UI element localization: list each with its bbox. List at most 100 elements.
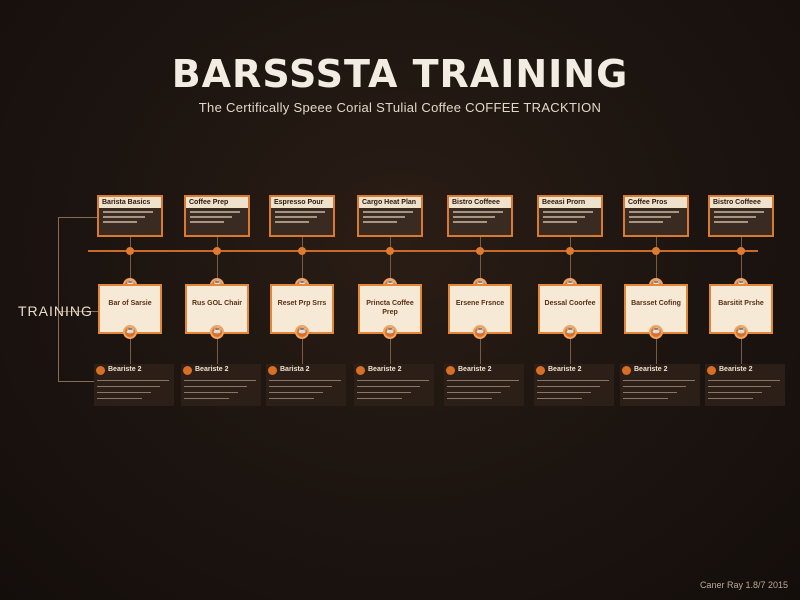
step-text-line — [269, 386, 332, 387]
step-text-line — [184, 386, 247, 387]
stage-header-card[interactable]: Beeasi Prorn — [537, 195, 603, 237]
step-icon — [268, 366, 277, 375]
step-text-line — [537, 380, 609, 381]
step-title: Beariste 2 — [719, 366, 753, 373]
step-text-line — [537, 392, 591, 393]
stage-header-title: Espresso Pour — [271, 197, 333, 208]
stage-header-text-line — [363, 211, 413, 213]
stage-header-title: Barista Basics — [99, 197, 161, 208]
stage-step-panel[interactable]: Beariste 2 — [444, 364, 524, 406]
stage-header-text-line — [543, 211, 593, 213]
step-text-line — [357, 386, 420, 387]
step-text-line — [623, 386, 686, 387]
step-icon — [707, 366, 716, 375]
step-icon — [96, 366, 105, 375]
step-title: Beariste 2 — [458, 366, 492, 373]
stage-step-panel[interactable]: Beariste 2 — [181, 364, 261, 406]
stage-header-text-line — [275, 216, 317, 218]
stage-step-panel[interactable]: Barista 2 — [266, 364, 346, 406]
step-icon — [622, 366, 631, 375]
stage-card-label: Barsset Cofing — [631, 300, 681, 307]
stage-header-card[interactable]: Cargo Heat Plan — [357, 195, 423, 237]
stage-step-panel[interactable]: Beariste 2 — [354, 364, 434, 406]
stage-step-panel[interactable]: Beariste 2 — [705, 364, 785, 406]
timeline-node — [213, 247, 221, 255]
stage-step-panel[interactable]: Beariste 2 — [620, 364, 700, 406]
step-text-line — [623, 398, 668, 399]
coffee-badge-icon — [473, 325, 487, 339]
stage-card-label: Princta Coffee Prep — [366, 300, 414, 316]
stage-step-panel[interactable]: Beariste 2 — [94, 364, 174, 406]
step-text-line — [447, 398, 492, 399]
step-text-line — [184, 392, 238, 393]
step-icon — [356, 366, 365, 375]
step-text-line — [357, 398, 402, 399]
stage-step-panel[interactable]: Beariste 2 — [534, 364, 614, 406]
step-text-line — [447, 392, 501, 393]
step-text-line — [623, 380, 695, 381]
timeline-node — [737, 247, 745, 255]
timeline-node — [566, 247, 574, 255]
step-title: Beariste 2 — [368, 366, 402, 373]
coffee-badge-icon — [649, 325, 663, 339]
step-title: Beariste 2 — [548, 366, 582, 373]
step-text-line — [97, 386, 160, 387]
step-text-line — [537, 398, 582, 399]
stage-header-text-line — [629, 216, 671, 218]
stage-header-text-line — [453, 211, 503, 213]
coffee-badge-icon — [123, 325, 137, 339]
stage-header-text-line — [103, 216, 145, 218]
step-text-line — [708, 386, 771, 387]
stage-header-text-line — [190, 221, 224, 223]
stage-card-label: Reset Prp Srrs — [277, 300, 327, 307]
timeline-node — [298, 247, 306, 255]
coffee-badge-icon — [383, 325, 397, 339]
stage-header-title: Cargo Heat Plan — [359, 197, 421, 208]
step-text-line — [97, 380, 169, 381]
stage-header-text-line — [103, 211, 153, 213]
timeline-node — [126, 247, 134, 255]
stage-header-card[interactable]: Barista Basics — [97, 195, 163, 237]
stage-header-card[interactable]: Coffee Pros — [623, 195, 689, 237]
stage-header-card[interactable]: Espresso Pour — [269, 195, 335, 237]
diagram-subtitle: The Certifically Speee Corial STulial Co… — [198, 100, 602, 115]
stage-card-label: Bar of Sarsie — [108, 300, 152, 307]
stage-header-card[interactable]: Bistro Coffeee — [708, 195, 774, 237]
step-text-line — [269, 380, 341, 381]
stage-header-title: Beeasi Prorn — [539, 197, 601, 208]
step-text-line — [447, 380, 519, 381]
step-text-line — [184, 398, 229, 399]
timeline-line — [88, 250, 758, 252]
timeline-node — [386, 247, 394, 255]
coffee-badge-icon — [734, 325, 748, 339]
step-title: Beariste 2 — [108, 366, 142, 373]
step-text-line — [708, 380, 780, 381]
stage-card-label: Rus GOL Chair — [191, 300, 243, 307]
step-title: Barista 2 — [280, 366, 310, 373]
training-bracket — [58, 217, 99, 382]
step-text-line — [708, 392, 762, 393]
footer-credit: Caner Ray 1.8/7 2015 — [699, 580, 788, 590]
stage-header-text-line — [714, 221, 748, 223]
stage-header-text-line — [543, 216, 585, 218]
step-title: Beariste 2 — [195, 366, 229, 373]
stage-header-card[interactable]: Bistro Coffeee — [447, 195, 513, 237]
step-text-line — [184, 380, 256, 381]
stage-header-text-line — [629, 211, 679, 213]
step-icon — [446, 366, 455, 375]
timeline-node — [652, 247, 660, 255]
stage-card-label: Dessal Coorfee — [544, 300, 596, 307]
stage-card-label: Barsitit Prshe — [718, 300, 764, 307]
step-text-line — [623, 392, 677, 393]
stage-header-text-line — [275, 211, 325, 213]
stage-header-text-line — [629, 221, 663, 223]
stage-header-title: Bistro Coffeee — [449, 197, 511, 208]
stage-card-label: Ersene Frsnce — [455, 300, 505, 307]
step-text-line — [357, 392, 411, 393]
coffee-badge-icon — [295, 325, 309, 339]
stage-header-card[interactable]: Coffee Prep — [184, 195, 250, 237]
training-label: TRAINING — [18, 303, 93, 319]
stage-header-title: Coffee Prep — [186, 197, 248, 208]
stage-header-text-line — [714, 216, 756, 218]
coffee-badge-icon — [563, 325, 577, 339]
